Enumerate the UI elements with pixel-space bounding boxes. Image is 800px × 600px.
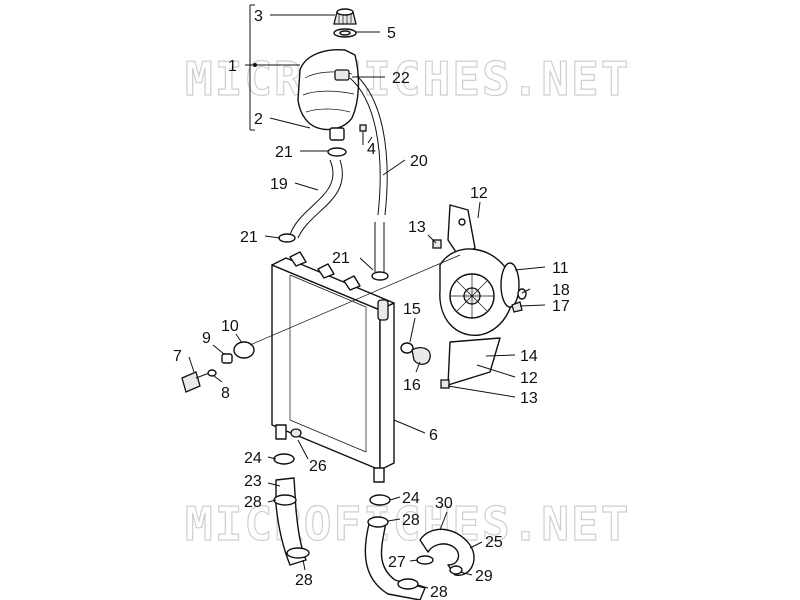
callout-30: 30: [435, 495, 453, 512]
hose-30-25: [416, 528, 475, 576]
watermark-bottom: MICROFICHES.NET: [185, 497, 630, 551]
leader-lines: [188, 4, 546, 589]
callout-3: 3: [254, 8, 263, 25]
watermark-top: MICROFICHES.NET: [185, 52, 630, 106]
callout-4: 4: [367, 141, 376, 158]
callout-10: 10: [221, 318, 239, 335]
callout-28-left: 28: [244, 494, 262, 511]
drain-bolt-group: [181, 254, 461, 393]
tank-outlet: [327, 127, 347, 157]
callout-13-upper: 13: [408, 219, 426, 236]
drain-plug-cap: [400, 342, 431, 365]
callout-27: 27: [388, 554, 406, 571]
callout-25: 25: [485, 534, 503, 551]
callout-1: 1: [228, 58, 237, 75]
lower-hose-left: [273, 453, 310, 566]
callout-24-right: 24: [402, 490, 420, 507]
hose-19: [289, 159, 343, 239]
tank-cap: [333, 8, 357, 25]
callout-22: 22: [392, 70, 410, 87]
callout-19: 19: [270, 176, 288, 193]
callout-28-bottom-left: 28: [295, 572, 313, 589]
callout-29: 29: [475, 568, 493, 585]
callout-21-left: 21: [240, 229, 258, 246]
callout-18: 18: [552, 282, 570, 299]
callout-23: 23: [244, 473, 262, 490]
callout-21-upper: 21: [275, 144, 293, 161]
callout-17: 17: [552, 298, 570, 315]
callout-13-lower: 13: [520, 390, 538, 407]
breather-hose: [349, 75, 388, 216]
fan-clips: [432, 239, 450, 389]
callout-9: 9: [202, 330, 211, 347]
callout-5: 5: [387, 25, 396, 42]
cooling-fan: [439, 248, 520, 336]
callout-8: 8: [221, 385, 230, 402]
callout-labels: 3 5 1 22 2 21 4 20 19 12 13 21 21 11 18 …: [173, 8, 570, 600]
cap-seal: [333, 28, 357, 38]
callout-28-bottom-right: 28: [430, 584, 448, 600]
callout-11: 11: [552, 260, 569, 277]
callout-2: 2: [254, 111, 263, 128]
expansion-tank: [297, 48, 360, 131]
radiator: [271, 251, 395, 483]
callout-21-right: 21: [332, 250, 350, 267]
tank-screw: [359, 124, 367, 145]
callout-20: 20: [410, 153, 428, 170]
callout-6: 6: [429, 427, 438, 444]
callout-28-right: 28: [402, 512, 420, 529]
fan-nut-washer: [511, 288, 527, 313]
lower-hose-right: [364, 494, 426, 600]
callout-14: 14: [520, 348, 538, 365]
callout-16: 16: [403, 377, 421, 394]
callout-12-lower: 12: [520, 370, 538, 387]
callout-15: 15: [403, 301, 421, 318]
callout-7: 7: [173, 348, 182, 365]
callout-24-left: 24: [244, 450, 262, 467]
callout-26: 26: [309, 458, 327, 475]
fan-support: [447, 204, 476, 259]
fan-shroud: [447, 337, 501, 386]
callout-12-upper: 12: [470, 185, 488, 202]
